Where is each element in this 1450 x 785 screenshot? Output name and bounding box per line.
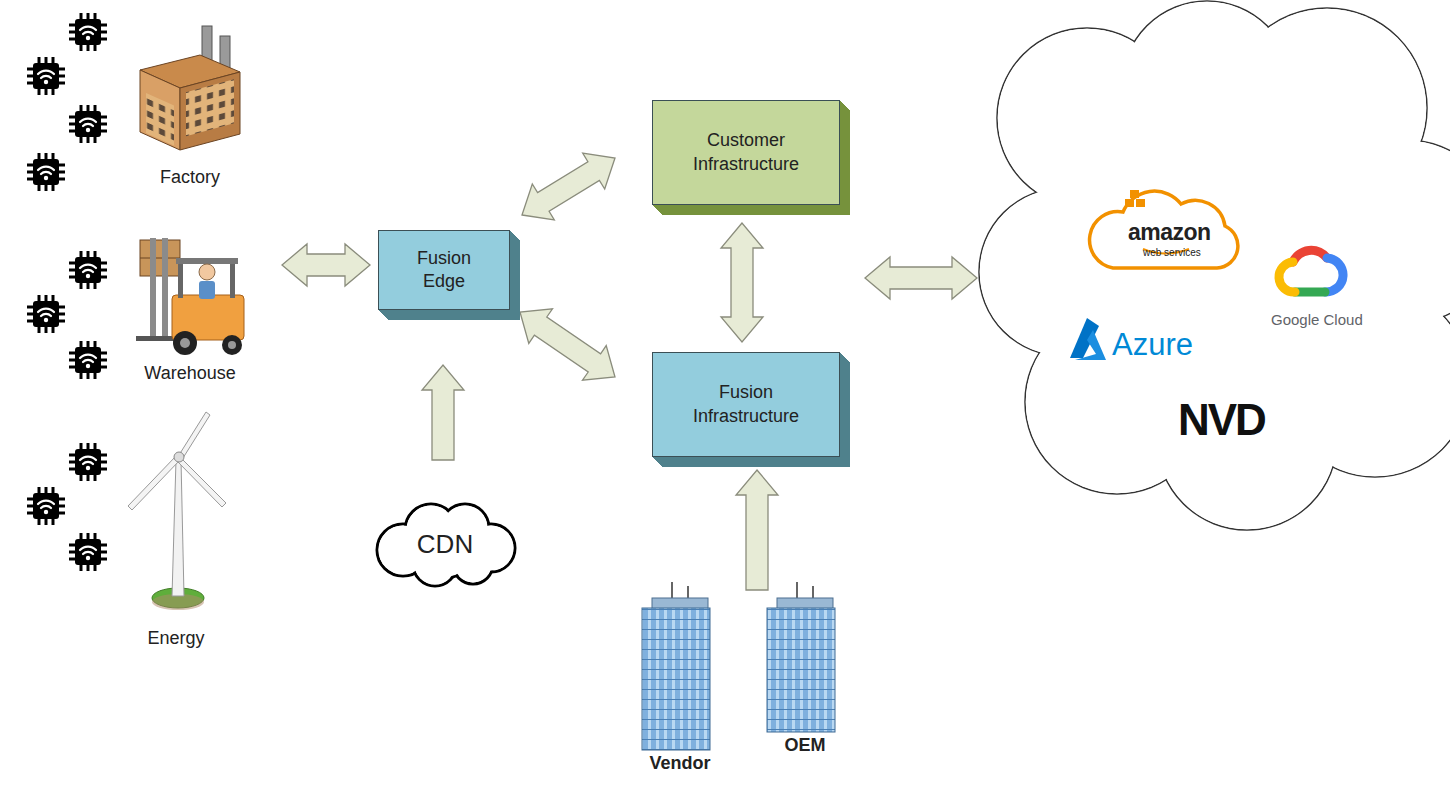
cloud-fill: [980, 2, 1450, 530]
sensor-chips-part: [69, 341, 107, 379]
forklift-icon-part: [230, 262, 235, 298]
cloud-shape: CDN: [365, 498, 525, 588]
vendor-arrow: [736, 470, 778, 590]
sensor-chips-part: [27, 57, 65, 95]
forklift-icon-part: [178, 262, 183, 298]
sensor-chips-part: [69, 443, 107, 481]
box-label: Fusion Edge: [402, 247, 486, 294]
box-label: Fusion Infrastructure: [676, 381, 816, 428]
warehouse-arrow: [282, 244, 370, 286]
forklift-icon-part: [173, 331, 197, 355]
aws-logo: [1090, 190, 1238, 268]
cloud-lobe: [1077, 102, 1397, 422]
forklift-icon-part: [222, 335, 242, 355]
aws-logo-part: [1130, 190, 1139, 198]
icon-caption: Warehouse: [144, 363, 235, 384]
factory-icon-part: [186, 79, 234, 136]
wind-turbine-icon-part: [128, 456, 180, 510]
cloud-provider-name: amazon: [1128, 221, 1211, 244]
wind-turbine-icon-part: [174, 452, 184, 462]
sensor-chips-part: [69, 251, 107, 289]
sensor-chips-part: [27, 153, 65, 191]
cloud-outline: [377, 504, 515, 586]
wind-turbine-icon-part: [179, 412, 210, 458]
cloud-shape: amazon web servicesGoogle CloudAzureNVD: [975, 0, 1450, 540]
office-buildings-part: [767, 608, 835, 732]
cloud-outline-svg: [975, 0, 1450, 540]
aws-logo-part: [1090, 191, 1238, 268]
forklift-icon-part: [228, 341, 236, 349]
cloud-label: CDN: [417, 528, 473, 562]
block-arrow: [520, 309, 615, 380]
forklift-icon-part: [140, 240, 180, 276]
box-label: Customer Infrastructure: [676, 129, 816, 176]
cloud-provider-name: Google Cloud: [1271, 312, 1363, 327]
icon-caption: Energy: [147, 628, 204, 649]
forklift-icon-part: [199, 264, 215, 280]
sensor-chips-part: [69, 105, 107, 143]
factory-icon-part: [146, 93, 174, 145]
block-arrow: [865, 257, 977, 299]
office-buildings-part: [642, 608, 710, 750]
google-cloud-logo-part: [1279, 262, 1295, 292]
sensor-chips-part: [27, 487, 65, 525]
forklift-icon: [136, 238, 244, 355]
cloud-lobe-fill: [1078, 103, 1397, 422]
sensor-chips-part: [69, 533, 107, 571]
office-buildings-part: [671, 582, 673, 600]
wind-turbine-icon-part: [172, 460, 184, 596]
forklift-icon-part: [180, 338, 190, 348]
icon-caption: Vendor: [649, 753, 710, 774]
process-box: Customer Infrastructure: [652, 100, 840, 205]
forklift-icon-part: [176, 258, 238, 264]
google-cloud-logo-part: [1325, 258, 1343, 292]
sensor-chips-part: [69, 13, 107, 51]
cloud-fill: [379, 506, 514, 585]
block-arrow: [522, 153, 615, 220]
aws-logo-part: [1136, 199, 1145, 207]
cloud-logos: [975, 0, 1450, 540]
forklift-icon-part: [150, 238, 156, 338]
factory-icon: [140, 26, 240, 150]
wind-turbine-icon-part: [178, 458, 226, 507]
forklift-icon-part: [136, 336, 176, 341]
forklift-icon-part: [162, 238, 168, 338]
google-cloud-logo-part: [1293, 250, 1327, 262]
block-arrow: [721, 223, 763, 342]
cloud-provider-name: Azure: [1112, 329, 1193, 360]
office-buildings: [642, 582, 835, 750]
cloud-provider-name: web services: [1143, 248, 1201, 258]
cloud-provider-name: NVD: [1178, 398, 1265, 442]
sensor-chips-part: [27, 295, 65, 333]
azure-logo: [1070, 318, 1106, 360]
wind-turbine-icon: [128, 412, 226, 610]
block-arrow: [422, 365, 464, 460]
icon-caption: OEM: [784, 735, 825, 756]
aws-logo-part: [1125, 199, 1134, 207]
forklift-icon-part: [140, 258, 180, 259]
google-cloud-logo: [1279, 250, 1343, 292]
sensor-chips: [27, 13, 107, 571]
icon-caption: Factory: [160, 167, 220, 188]
process-box: Fusion Infrastructure: [652, 352, 840, 457]
factory-icon-part: [180, 72, 240, 150]
cloud-outline: [979, 1, 1450, 530]
factory-icon-part: [140, 70, 180, 150]
azure-logo-part: [1075, 330, 1106, 360]
office-buildings-part: [796, 582, 798, 600]
cloud-lobe-fill: [417, 520, 474, 577]
forklift-icon-part: [199, 281, 215, 299]
process-box: Fusion Edge: [378, 230, 510, 310]
